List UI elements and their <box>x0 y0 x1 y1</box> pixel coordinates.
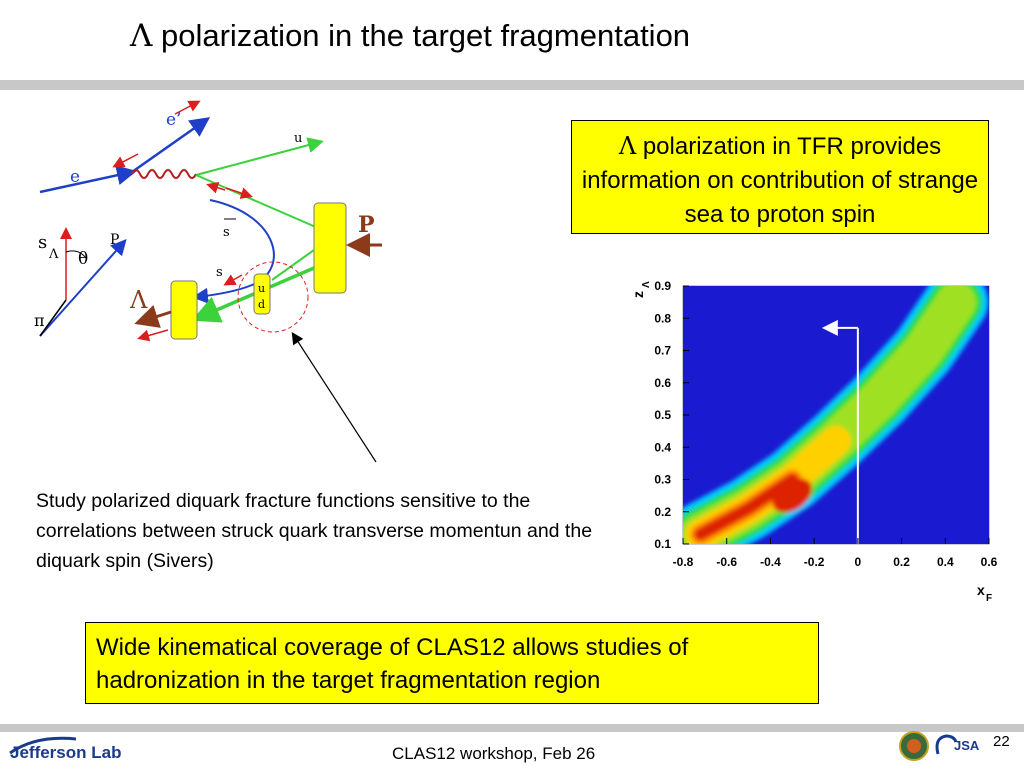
jsa-logo-icon <box>935 734 958 755</box>
struck-quark-line <box>195 137 324 176</box>
study-text: Study polarized diquark fracture functio… <box>36 490 593 572</box>
x-tick-label: -0.2 <box>804 555 825 569</box>
y-tick-label: 0.2 <box>654 505 671 519</box>
label-u-small: u <box>258 282 265 295</box>
footer-text: CLAS12 workshop, Feb 26 <box>392 744 596 763</box>
sponsor-logos: JSA <box>898 728 988 764</box>
y-tick-label: 0.7 <box>654 344 671 358</box>
y-tick-label: 0.1 <box>654 537 671 551</box>
title-lambda-symbol: Λ <box>130 18 153 54</box>
label-s: s <box>216 265 223 280</box>
lambda-block <box>170 280 198 340</box>
x-axis-label-sub: F <box>986 593 992 604</box>
x-tick-label: -0.6 <box>716 555 737 569</box>
box1-text: polarization in TFR provides information… <box>581 133 979 228</box>
page-number: 22 <box>993 733 1010 750</box>
logo-text: Jefferson Lab <box>10 743 121 762</box>
incoming-electron-line <box>39 165 137 194</box>
x-tick-label: 0 <box>855 555 862 569</box>
x-tick-label: -0.4 <box>760 555 781 569</box>
label-s-lambda: s <box>38 232 47 253</box>
box1-lambda-symbol: Λ <box>618 132 637 160</box>
virtual-photon-line <box>131 169 197 179</box>
y-axis-label-sub: Λ <box>641 281 652 288</box>
scattered-electron-line <box>131 117 211 174</box>
slide-title: Λ polarization in the target fragmentati… <box>130 18 690 54</box>
label-theta: θ <box>78 249 88 269</box>
label-e: e <box>70 167 80 187</box>
diquark-block <box>253 273 271 315</box>
label-P: P <box>358 212 375 238</box>
proton-direction <box>39 239 127 337</box>
label-p-small: P <box>110 232 119 248</box>
y-tick-label: 0.8 <box>654 311 671 325</box>
jsa-logo-text: JSA <box>954 738 980 753</box>
lambda-arrow <box>134 305 172 328</box>
tfr-diagram: e’ e u s s P u d Λ s Λ θ P π <box>20 100 420 470</box>
annotation-arrow <box>291 331 377 463</box>
title-text: polarization in the target fragmentation <box>152 18 691 53</box>
coverage-box: Wide kinematical coverage of CLAS12 allo… <box>85 622 819 704</box>
y-axis-label: z <box>630 291 646 298</box>
tfr-info-box: Λ polarization in TFR provides informati… <box>571 120 989 234</box>
y-tick-label: 0.6 <box>654 376 671 390</box>
jefferson-lab-logo: Jefferson Lab <box>6 733 146 763</box>
heatmap-chart: -0.8 -0.6 -0.4 -0.2 0 0.2 0.4 0.6 0.1 0.2 0.3 0.4 0.… <box>615 262 1015 607</box>
y-tick-label: 0.3 <box>654 473 671 487</box>
y-tick-label: 0.9 <box>654 279 671 293</box>
x-tick-label: 0.4 <box>937 555 954 569</box>
x-axis-label: x <box>977 582 985 598</box>
x-tick-label: 0.6 <box>981 555 998 569</box>
peak-region <box>772 478 813 513</box>
label-pi: π <box>34 311 45 330</box>
x-tick-label: 0.2 <box>893 555 910 569</box>
y-tick-label: 0.4 <box>654 440 671 454</box>
pion-direction <box>39 299 67 337</box>
heatmap-band <box>683 286 989 544</box>
label-d-small: d <box>258 298 265 311</box>
top-divider-bar <box>0 80 1024 90</box>
label-s-lambda-sub: Λ <box>48 247 59 262</box>
proton-block <box>313 202 347 294</box>
label-sbar: s <box>223 225 230 240</box>
bottom-divider-bar <box>0 724 1024 732</box>
x-tick-label: -0.8 <box>673 555 694 569</box>
y-tick-label: 0.5 <box>654 408 671 422</box>
label-e-prime: e’ <box>166 110 181 130</box>
label-Lambda: Λ <box>129 286 148 314</box>
diquark-highlight-circle <box>237 261 309 333</box>
contour-level6 <box>694 473 799 541</box>
label-u: u <box>294 131 302 146</box>
